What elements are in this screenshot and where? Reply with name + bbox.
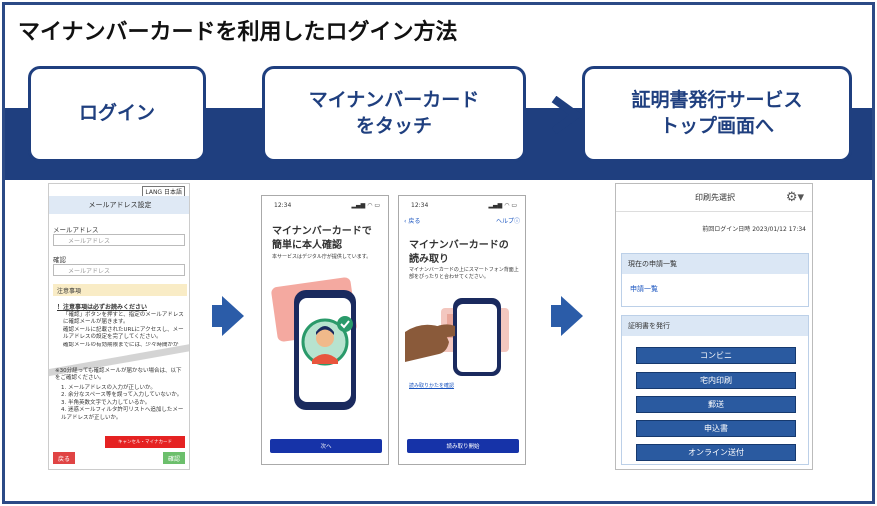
step-login: ログイン bbox=[28, 66, 206, 162]
issue-certificate-panel: 証明書を発行 bbox=[621, 315, 809, 465]
phone1-heading-line1: マイナンバーカードで bbox=[272, 226, 372, 237]
notice-box-title: 注意事項 bbox=[53, 284, 187, 296]
notice-item: 確認メールに記載されたURLにアクセスし、メールアドレスの設定を完了してください… bbox=[63, 326, 184, 341]
confirm-label: 確認 bbox=[53, 256, 66, 264]
flow-arrow-icon bbox=[206, 110, 262, 120]
phone-screenshot-intro: 12:34 ▂▄▆ ◠ ▭ マイナンバーカードで 簡単に本人確認 本サービスはデ… bbox=[261, 195, 389, 465]
how-to-read-link[interactable]: 読み取りかたを確認 bbox=[409, 383, 455, 389]
help-link-label: ヘルプ bbox=[495, 218, 514, 225]
help-link[interactable]: ヘルプⓘ bbox=[496, 216, 520, 225]
phone-verify-illustration-icon bbox=[271, 277, 357, 410]
card-reading-illustration-icon bbox=[405, 298, 509, 376]
settings-gear-icon[interactable]: ⚙▾ bbox=[785, 190, 804, 205]
arrow-tail bbox=[551, 305, 563, 327]
step-login-label: ログイン bbox=[78, 102, 155, 125]
next-arrow-icon bbox=[222, 296, 244, 336]
issue-panel-title: 証明書を発行 bbox=[622, 316, 808, 336]
application-form-button[interactable]: 申込書 bbox=[636, 420, 796, 437]
online-delivery-button[interactable]: オンライン送付 bbox=[636, 444, 796, 461]
home-print-button[interactable]: 宅内印刷 bbox=[636, 372, 796, 389]
phone2-heading-line1: マイナンバーカードの bbox=[409, 240, 509, 251]
login-screenshot: LANG 日本語 メールアドレス設定 メールアドレス メールアドレス 確認 メー… bbox=[48, 183, 190, 470]
page-title: マイナンバーカードを利用したログイン方法 bbox=[18, 20, 458, 45]
confirm-placeholder: メールアドレス bbox=[68, 267, 111, 275]
convenience-store-button[interactable]: コンビニ bbox=[636, 347, 796, 364]
phone1-subtext: 本サービスはデジタル庁が提供しています。 bbox=[272, 254, 372, 260]
step-touch-card-label: マイナンバーカード をタッチ bbox=[308, 89, 480, 137]
mail-button[interactable]: 郵送 bbox=[636, 396, 796, 413]
next-arrow-icon bbox=[561, 296, 583, 336]
applications-panel: 現在の申請一覧 申請一覧 bbox=[621, 253, 809, 307]
applications-panel-title: 現在の申請一覧 bbox=[622, 254, 808, 274]
status-time: 12:34 bbox=[411, 202, 429, 209]
last-login: 前回ログイン日時 2023/01/12 17:34 bbox=[702, 226, 806, 233]
check-item: 1. メールアドレスの入力が正しいか。 bbox=[61, 385, 156, 391]
top-screen-screenshot: 印刷先選択 ⚙▾ 前回ログイン日時 2023/01/12 17:34 現在の申請… bbox=[615, 183, 813, 470]
mynumber-card-button[interactable]: キャンセル・マイナカード bbox=[105, 436, 185, 448]
notice-item: 「確認」ボタンを押すと、指定のメールアドレスに確認メールが届きます。 bbox=[63, 312, 184, 326]
email-input[interactable]: メールアドレス bbox=[53, 234, 185, 246]
confirm-button[interactable]: 確認 bbox=[163, 452, 185, 464]
login-header: メールアドレス設定 bbox=[49, 196, 189, 214]
phone1-heading-line2: 簡単に本人確認 bbox=[272, 240, 342, 251]
email-placeholder: メールアドレス bbox=[68, 237, 111, 245]
status-icons: ▂▄▆ ◠ ▭ bbox=[488, 202, 517, 209]
status-time: 12:34 bbox=[274, 202, 292, 209]
phone2-subtext: マイナンバーカードの上にスマートフォン背面上部をぴったりと合わせてください。 bbox=[409, 267, 519, 280]
back-link-label: 戻る bbox=[408, 218, 421, 225]
step-top-screen: 証明書発行サービス トップ画面へ bbox=[582, 66, 852, 162]
arrow-tail bbox=[212, 305, 224, 327]
start-reading-button[interactable]: 読み取り開始 bbox=[407, 439, 519, 453]
flow-arrow-icon bbox=[526, 96, 582, 134]
help-icon: ⓘ bbox=[513, 218, 520, 225]
status-icons: ▂▄▆ ◠ ▭ bbox=[351, 202, 380, 209]
check-item: 2. 余分なスペース等を誤って入力していないか。 bbox=[61, 392, 183, 399]
back-link[interactable]: ‹ 戻る bbox=[404, 216, 420, 225]
check-item: 3. 半角英数文字で入力しているか。 bbox=[61, 399, 151, 406]
chevron-left-icon: ‹ bbox=[404, 218, 407, 225]
notice-heading: ！注意事項は必ずお読みください bbox=[57, 304, 148, 311]
phone2-heading-line2: 読み取り bbox=[409, 254, 449, 265]
check-item: 4. 迷惑メールフィルタ許可リストへ追加したメールアドレスが正しいか。 bbox=[61, 407, 184, 421]
next-button[interactable]: 次へ bbox=[270, 439, 382, 453]
notice-item: 確認メールの有効期限までには、少々時間がか bbox=[63, 341, 179, 348]
step-touch-card: マイナンバーカード をタッチ bbox=[262, 66, 526, 162]
step-top-screen-label: 証明書発行サービス トップ画面へ bbox=[631, 89, 803, 137]
phone-screenshot-read: 12:34 ▂▄▆ ◠ ▭ ‹ 戻る ヘルプⓘ マイナンバーカードの 読み取り … bbox=[398, 195, 526, 465]
back-button[interactable]: 戻る bbox=[53, 452, 75, 464]
top-header: 印刷先選択 bbox=[616, 184, 812, 212]
notice-list: 「確認」ボタンを押すと、指定のメールアドレスに確認メールが届きます。 確認メール… bbox=[63, 312, 185, 350]
check-note: ※30分経っても確認メールが届かない場合は、以下をご確認ください。 bbox=[55, 368, 182, 382]
application-list-link[interactable]: 申請一覧 bbox=[630, 285, 658, 293]
confirm-email-input[interactable]: メールアドレス bbox=[53, 264, 185, 276]
email-label: メールアドレス bbox=[53, 226, 99, 234]
check-list: 1. メールアドレスの入力が正しいか。 2. 余分なスペース等を誤って入力してい… bbox=[61, 385, 185, 422]
